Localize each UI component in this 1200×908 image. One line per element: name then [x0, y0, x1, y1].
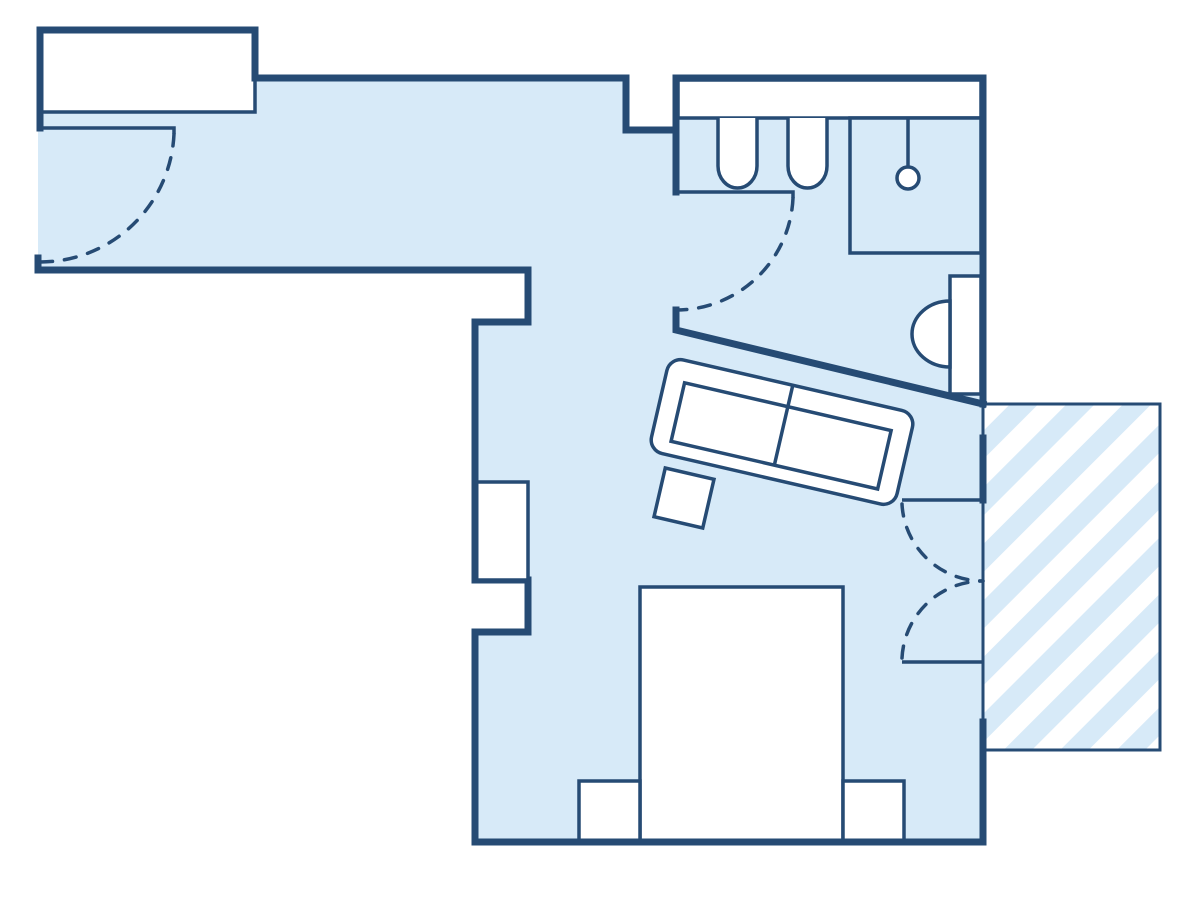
bathroom-door[interactable] [674, 196, 795, 312]
sink-left [716, 118, 759, 190]
shower-drain [895, 165, 921, 191]
bathroom [674, 78, 983, 396]
bed [638, 585, 845, 844]
nightstand-right [841, 779, 906, 844]
toilet-tank [948, 274, 983, 396]
sofa [649, 357, 915, 507]
entrance-door[interactable] [38, 126, 176, 264]
sink-right [786, 118, 829, 190]
balcony-door[interactable] [900, 498, 985, 664]
toilet-bowl [910, 299, 952, 369]
nightstand-left [577, 779, 642, 844]
closet [36, 26, 259, 132]
ottoman [651, 465, 717, 531]
window [473, 480, 530, 582]
balcony [981, 402, 1162, 752]
